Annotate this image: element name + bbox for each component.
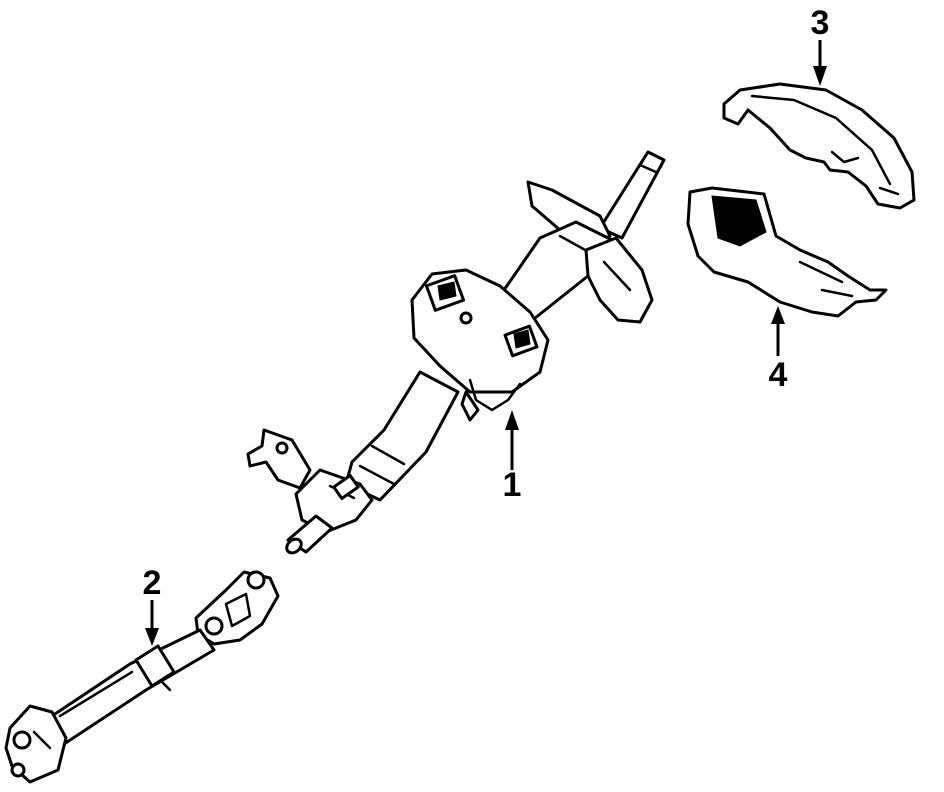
callout-2: 2 <box>143 564 162 646</box>
upper-column-cover-part <box>722 82 916 210</box>
callout-2-label: 2 <box>143 564 162 602</box>
callout-1-label: 1 <box>503 466 522 504</box>
lower-column-cover-part <box>686 186 888 318</box>
callout-3-label: 3 <box>811 4 830 42</box>
callout-3: 3 <box>811 4 830 86</box>
callout-1: 1 <box>503 410 522 504</box>
callout-4-label: 4 <box>769 356 788 394</box>
callout-4: 4 <box>769 306 788 394</box>
intermediate-shaft-part <box>4 570 280 784</box>
steering-column-part <box>246 150 666 555</box>
